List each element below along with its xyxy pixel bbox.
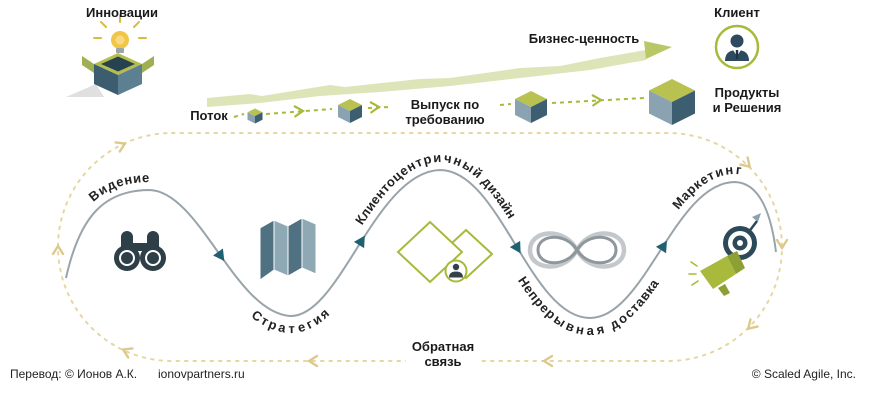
strategy-label: Стратегия: [249, 306, 332, 337]
marketing-label: Маркетинг: [669, 162, 743, 212]
folded-map-icon: [259, 217, 317, 281]
continuous-delivery-label: Непрерывная доставка: [515, 274, 662, 338]
person-badge-icon: [714, 24, 760, 70]
outer-feedback-loop: [51, 132, 789, 368]
client-label: Клиент: [714, 5, 760, 20]
flow-label: Поток: [190, 108, 228, 123]
customer-centric-design-label: Клиентоцентричный дизайн: [352, 150, 519, 227]
iso-cube-icon: [247, 108, 263, 124]
box-lightbulb-icon: [66, 14, 154, 97]
flow-chevrons: [293, 94, 604, 118]
release-on-demand-label: Выпуск по требованию: [405, 97, 484, 127]
release-on-demand-line2: требованию: [405, 112, 485, 127]
website-link[interactable]: ionovpartners.ru: [158, 367, 245, 381]
infinity-loop-icon: [527, 231, 627, 269]
scaled-agile-copyright: © Scaled Agile, Inc.: [751, 367, 856, 381]
flow-cubes: [247, 79, 695, 125]
translation-credit: Перевод: © Ионов А.К.: [10, 367, 138, 381]
journey-curve-arrows: [213, 235, 667, 262]
products-solutions-label: Продукты и Решения: [713, 85, 782, 115]
business-value-arrow: [207, 41, 672, 107]
release-on-demand-line1: Выпуск по: [410, 97, 480, 112]
double-diamond-person-icon: [396, 220, 494, 284]
target-megaphone-icon: [688, 213, 761, 296]
products-line2: и Решения: [712, 100, 782, 115]
feedback-line2: связь: [424, 354, 462, 369]
binoculars-icon: [114, 231, 166, 271]
vision-label: Видение: [86, 170, 150, 204]
business-value-label: Бизнес-ценность: [528, 31, 640, 46]
iso-cube-icon: [515, 91, 547, 123]
feedback-label: Обратная связь: [405, 339, 481, 369]
journey-curve: [65, 168, 777, 320]
iso-cube-icon: [649, 79, 695, 125]
flow-dashed-arrows: [233, 94, 645, 118]
products-line1: Продукты: [714, 85, 780, 100]
iso-cube-icon: [338, 99, 362, 123]
feedback-line1: Обратная: [411, 339, 475, 354]
feedback-direction-chevrons: [51, 141, 789, 368]
innovations-label: Инновации: [85, 5, 159, 20]
